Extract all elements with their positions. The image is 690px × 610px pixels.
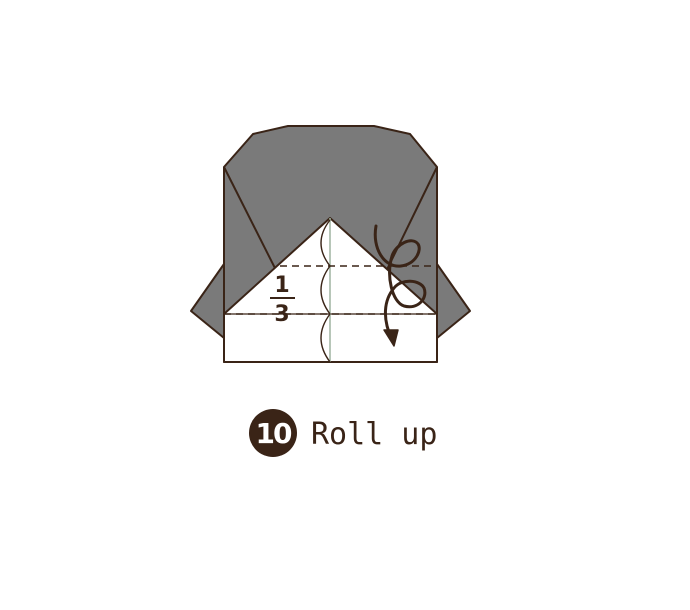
roll-up-arrow-icon — [373, 224, 427, 347]
origami-model: 1 3 — [190, 125, 471, 363]
roll-arrow-head — [383, 329, 399, 347]
right-diagonal-edge — [377, 166, 438, 289]
division-arc-1 — [320, 219, 331, 267]
right-gray-wing — [436, 263, 471, 339]
fraction-numerator: 1 — [274, 273, 289, 298]
step-instruction: Roll up — [311, 417, 437, 452]
fraction-denominator: 3 — [274, 302, 289, 327]
roll-arrow-loops — [373, 224, 427, 342]
left-gray-wing — [190, 263, 225, 339]
step-number-badge — [249, 409, 297, 457]
division-arc-3 — [320, 313, 331, 363]
division-arc-2 — [320, 265, 331, 315]
step-caption: 10 Roll up — [249, 409, 437, 457]
equal-division-marks — [320, 219, 331, 363]
step-number: 10 — [256, 417, 292, 450]
fraction-label: 1 3 — [270, 273, 295, 327]
